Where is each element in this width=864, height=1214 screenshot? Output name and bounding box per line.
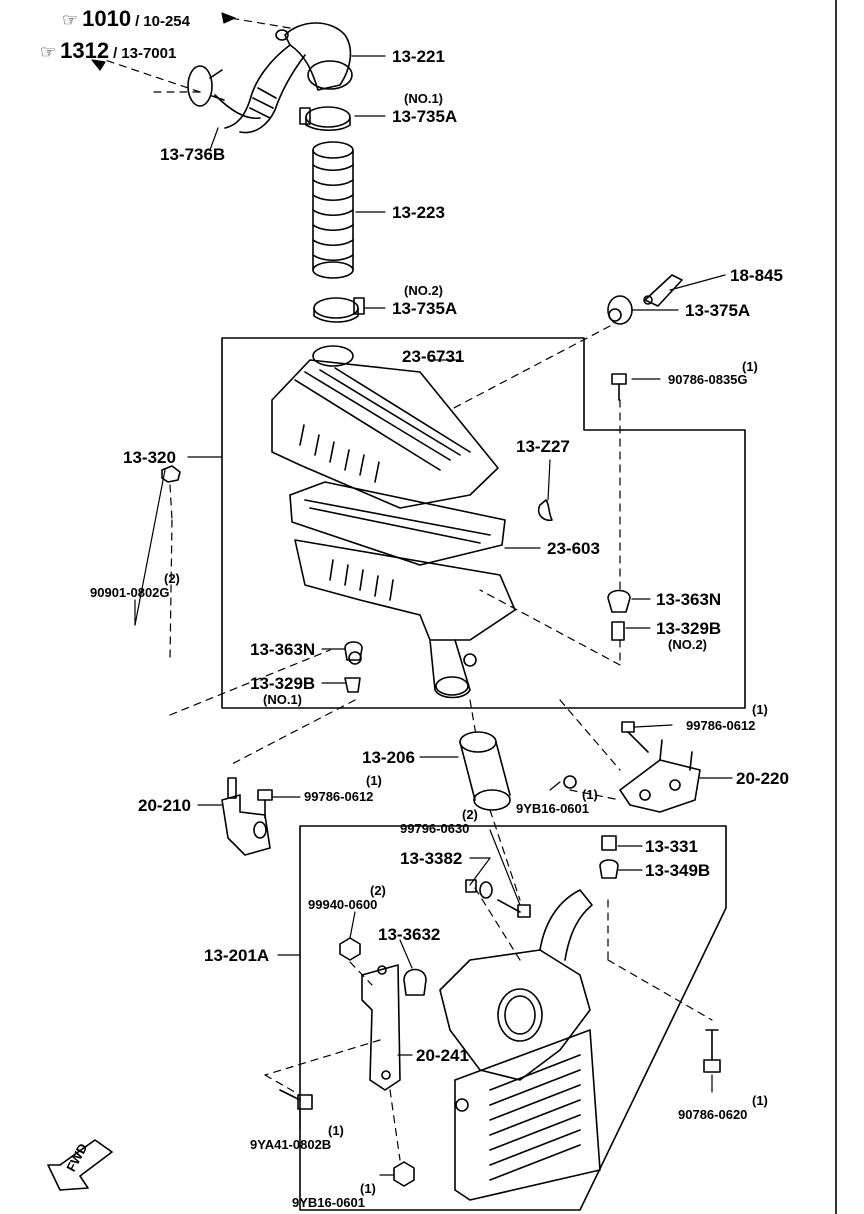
part-qty-99786-0612-left: (1) <box>366 773 382 788</box>
air-cleaner-assembly-box <box>221 337 746 709</box>
part-label-9yb16-0601-bottom[interactable]: 9YB16-0601 <box>292 1195 365 1210</box>
bracket-20-210 <box>221 777 271 856</box>
grommet-13-349b <box>599 859 619 879</box>
part-note-no2: (NO.2) <box>404 283 443 298</box>
part-qty-99796-0630: (2) <box>462 807 478 822</box>
bracket-20-241 <box>361 964 401 1091</box>
hose-clamp-no2 <box>313 297 365 323</box>
grommet-right <box>607 589 631 613</box>
collar-13-331 <box>601 835 617 851</box>
part-label-13-z27[interactable]: 13-Z27 <box>516 437 570 456</box>
part-label-90901-0802g[interactable]: 90901-0802G <box>90 585 170 600</box>
part-label-13-223[interactable]: 13-223 <box>392 203 445 222</box>
part-label-13-3382[interactable]: 13-3382 <box>400 849 463 868</box>
reference-1312[interactable]: ☞ 1312 / 13-7001 <box>40 38 176 64</box>
part-label-13-201a[interactable]: 13-201A <box>204 946 270 965</box>
bolt-9ya41-0802b <box>279 1089 313 1110</box>
bolt-90786-0835g <box>611 373 627 401</box>
reference-number: 1312 <box>60 38 110 63</box>
part-qty-99940-0600: (2) <box>370 883 386 898</box>
pointing-hand-icon: ☞ <box>62 10 79 30</box>
part-qty-9yb16-0601-top: (1) <box>582 787 598 802</box>
air-cleaner-case <box>294 539 516 699</box>
part-label-20-241[interactable]: 20-241 <box>416 1046 469 1065</box>
part-note-13-329b-no1: (NO.1) <box>263 692 302 707</box>
part-label-9yb16-0601-top[interactable]: 9YB16-0601 <box>516 801 589 816</box>
reference-number: 1010 <box>82 6 132 31</box>
bolt-99796-0630 <box>497 899 531 918</box>
clip <box>537 499 553 522</box>
part-label-20-210[interactable]: 20-210 <box>138 796 191 815</box>
part-label-20-220[interactable]: 20-220 <box>736 769 789 788</box>
part-label-99940-0600[interactable]: 99940-0600 <box>308 897 378 912</box>
part-label-13-331[interactable]: 13-331 <box>645 837 698 856</box>
washer-13-3382 <box>479 881 493 899</box>
part-label-13-375a[interactable]: 13-375A <box>685 301 751 320</box>
grommet-left <box>344 641 363 661</box>
bracket-20-220 <box>619 739 701 813</box>
part-label-23-6731[interactable]: 23-6731 <box>402 347 465 366</box>
bolt-99786-0612-right <box>621 721 649 753</box>
part-label-13-3632[interactable]: 13-3632 <box>378 925 441 944</box>
sensor-grommet <box>607 295 633 325</box>
part-label-13-363n-right[interactable]: 13-363N <box>656 590 722 609</box>
part-label-99786-0612-right[interactable]: 99786-0612 <box>686 718 756 733</box>
collar-left <box>344 677 361 693</box>
reference-subnumber: 10-254 <box>143 13 190 30</box>
air-intake-duct <box>187 22 353 134</box>
part-label-9ya41-0802b[interactable]: 9YA41-0802B <box>250 1137 332 1152</box>
part-label-13-735a-no1[interactable]: 13-735A <box>392 107 458 126</box>
intake-air-temperature-sensor <box>643 274 683 307</box>
part-label-13-736b[interactable]: 13-736B <box>160 145 226 164</box>
part-qty-99786-0612-right: (1) <box>752 702 768 717</box>
nut-90901-0802g <box>161 465 181 483</box>
part-label-13-320[interactable]: 13-320 <box>123 448 176 467</box>
part-note-13-329b-no2: (NO.2) <box>668 637 707 652</box>
assembly-dashed-lines <box>104 17 713 1161</box>
resonator-assembly-box <box>299 825 727 1211</box>
reference-separator: / <box>135 13 140 30</box>
bellows-hose <box>312 141 354 279</box>
bolt-90786-0620 <box>703 1029 721 1073</box>
part-qty-90786-0620: (1) <box>752 1093 768 1108</box>
part-label-13-329b-right[interactable]: 13-329B <box>656 619 722 638</box>
part-label-13-363n-left[interactable]: 13-363N <box>250 640 316 659</box>
collar-right <box>611 621 625 641</box>
reference-arrows <box>91 12 236 71</box>
part-label-23-603[interactable]: 23-603 <box>547 539 600 558</box>
part-label-90786-0835g[interactable]: 90786-0835G <box>668 372 748 387</box>
part-label-99786-0612-left[interactable]: 99786-0612 <box>304 789 374 804</box>
part-label-13-349b[interactable]: 13-349B <box>645 861 711 880</box>
part-qty-90901-0802g: (2) <box>164 571 180 586</box>
part-label-18-845[interactable]: 18-845 <box>730 266 783 285</box>
part-qty-9ya41-0802b: (1) <box>328 1123 344 1138</box>
pointing-hand-icon: ☞ <box>40 42 57 62</box>
part-label-13-329b-left[interactable]: 13-329B <box>250 674 316 693</box>
grommet-13-3632 <box>403 968 427 996</box>
reference-1010[interactable]: ☞ 1010 / 10-254 <box>62 6 190 32</box>
part-qty-90786-0835g: (1) <box>742 359 758 374</box>
nut-9yb16-0601-bottom <box>393 1161 415 1187</box>
reference-subnumber: 13-7001 <box>121 45 177 62</box>
leader-lines <box>134 55 733 1176</box>
washer-top <box>563 775 577 789</box>
part-qty-9yb16-0601-bottom: (1) <box>360 1181 376 1196</box>
part-label-99796-0630[interactable]: 99796-0630 <box>400 821 470 836</box>
fwd-arrow-icon <box>47 1139 113 1191</box>
air-cleaner-cover <box>271 345 499 509</box>
part-label-13-735a-no2[interactable]: 13-735A <box>392 299 458 318</box>
part-label-13-206[interactable]: 13-206 <box>362 748 415 767</box>
part-note-no1: (NO.1) <box>404 91 443 106</box>
part-label-13-221[interactable]: 13-221 <box>392 47 445 66</box>
nut-99940-0600 <box>339 937 361 961</box>
hose-clamp-no1 <box>299 106 351 132</box>
resonator <box>439 889 601 1201</box>
connector-hose <box>459 731 511 811</box>
reference-separator: / <box>113 45 118 62</box>
part-label-90786-0620[interactable]: 90786-0620 <box>678 1107 748 1122</box>
air-cleaner-element <box>289 481 506 566</box>
collar-13-3382 <box>465 879 477 893</box>
